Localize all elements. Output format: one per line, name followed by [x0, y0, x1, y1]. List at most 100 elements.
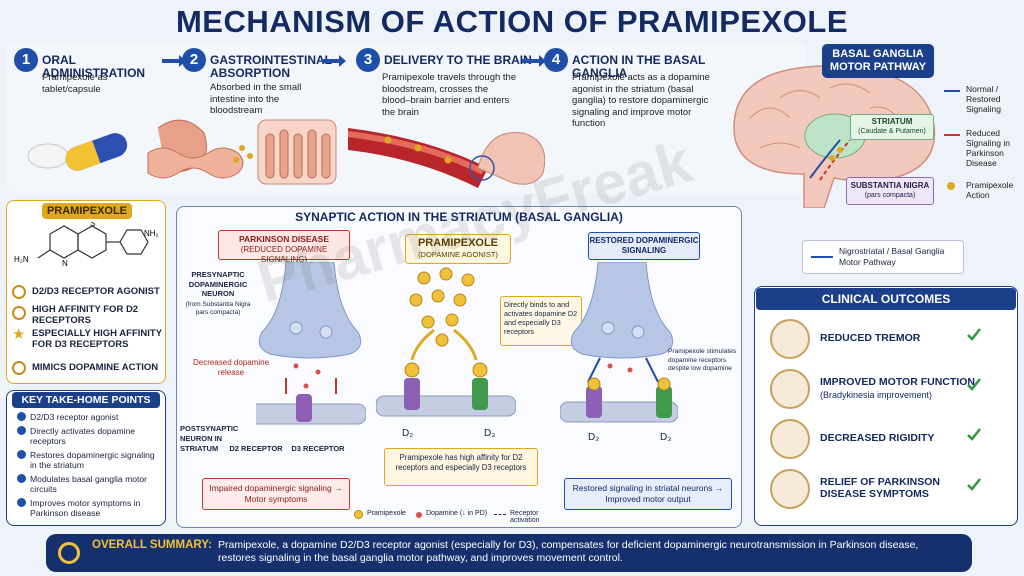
affinity-text: Pramipexole has high affinity for D2 rec… [395, 453, 527, 472]
outcome-sub: (Bradykinesia improvement) [820, 390, 933, 400]
impaired-text: Impaired dopaminergic signaling → Motor … [209, 483, 343, 504]
legend-label: Reduced Signaling in Parkinson Disease [966, 128, 1010, 168]
outcomes-list: REDUCED TREMOR IMPROVED MOTOR FUNCTION (… [760, 316, 1016, 522]
step-number: 1 [14, 48, 38, 72]
legend-label: Normal / Restored Signaling [966, 84, 1001, 114]
step-desc: Pramipexole acts as a dopamine agonist i… [572, 72, 710, 129]
restored-header: RESTORED DOPAMINERGIC SIGNALING [588, 232, 700, 260]
n-atom: N [62, 259, 68, 268]
synaptic-title: SYNAPTIC ACTION IN THE STRIATUM (BASAL G… [295, 210, 623, 224]
striatum-title: STRIATUM [871, 117, 913, 126]
nigra-title: SUBSTANTIA NIGRA [850, 181, 930, 190]
restored-title: RESTORED DOPAMINERGIC SIGNALING [589, 236, 699, 255]
legend-pramipexole: Pramipexole [367, 510, 406, 517]
drug-header-sub: (DOPAMINE AGONIST) [418, 250, 498, 259]
d2-label: D₂ [402, 428, 414, 439]
check-icon [967, 378, 981, 391]
property-item: ESPECIALLY HIGH AFFINITY FOR D3 RECEPTOR… [32, 328, 162, 350]
page-title: MECHANISM OF ACTION OF PRAMIPEXOLE [175, 4, 849, 39]
affinity-box: Pramipexole has high affinity for D2 rec… [384, 448, 538, 486]
presyn-label: PRESYNAPTIC DOPAMINERGIC NEURON (from Su… [180, 270, 256, 317]
drug-header-title: PRAMIPEXOLE [417, 237, 499, 249]
bullet-icon [17, 474, 26, 483]
nh2-right: NH₂ [144, 229, 159, 238]
takehome-item: Directly activates dopamine receptors [30, 426, 136, 446]
step-desc: Pramipexole as tablet/capsule [42, 72, 108, 95]
target-icon [12, 285, 26, 299]
step-desc: Absorbed in the small intestine into the… [210, 82, 302, 116]
step-3: 3 DELIVERY TO THE BRAIN Pramipexole trav… [348, 48, 546, 188]
pramipexole-dot-icon [354, 510, 363, 519]
check-icon [967, 428, 981, 441]
outcome-label: RELIEF OF PARKINSON DISEASE SYMPTOMS [820, 476, 940, 500]
outcome-item: RELIEF OF PARKINSON DISEASE SYMPTOMS [760, 466, 988, 512]
brain-icon [770, 469, 810, 509]
arm-icon [770, 419, 810, 459]
step-title: ACTION IN THE BASAL GANGLIA [572, 53, 706, 80]
step-number: 2 [182, 48, 206, 72]
pill-illustration [27, 133, 128, 171]
takehome-panel [6, 390, 166, 526]
restored-out-text: Restored signaling in striatal neurons →… [572, 483, 724, 504]
legend-label: Pramipexole Action [966, 180, 1014, 200]
presyn-title: PRESYNAPTIC DOPAMINERGIC NEURON [188, 270, 248, 298]
drug-card [6, 200, 166, 384]
synaptic-legend: Pramipexole Dopamine (↓ in PD) Receptor … [354, 508, 558, 524]
legend-dopamine: Dopamine (↓ in PD) [426, 510, 488, 517]
legend-arrow-icon [944, 134, 960, 136]
flow-arrow [322, 55, 346, 67]
takehome-item: Modulates basal ganglia motor circuits [30, 474, 148, 494]
drug-header: PRAMIPEXOLE (DOPAMINE AGONIST) [405, 234, 511, 264]
summary-label: OVERALL SUMMARY: [92, 539, 212, 551]
presyn-sub: (from Substantia Nigra pars compacta) [185, 300, 251, 316]
pd-header: PARKINSON DISEASE (REDUCED DOPAMINE SIGN… [218, 230, 350, 264]
bullet-icon [17, 450, 26, 459]
takehome-item: Improves motor symptoms in Parkinson dis… [30, 498, 141, 518]
striatum-sub: (Caudate & Putamen) [858, 128, 926, 135]
step-4: 4 ACTION IN THE BASAL GANGLIA Pramipexol… [544, 48, 724, 188]
restored-out-box: Restored signaling in striatal neurons →… [564, 478, 732, 510]
outcome-item: DECREASED RIGIDITY [760, 416, 988, 462]
step-title: GASTROINTESTINAL ABSORPTION [210, 53, 332, 80]
check-icon [967, 478, 981, 491]
takehome-item: Restores dopaminergic signaling in the s… [30, 450, 155, 470]
outcome-label: DECREASED RIGIDITY [820, 432, 935, 444]
impaired-box: Impaired dopaminergic signaling → Motor … [202, 478, 350, 510]
intestine-illustration [147, 119, 337, 185]
pd-title: PARKINSON DISEASE [238, 234, 330, 244]
property-item: HIGH AFFINITY FOR D2 RECEPTORS [32, 304, 139, 326]
takehome-title: KEY TAKE-HOME POINTS [12, 392, 160, 408]
d3-receptor-label: D3 RECEPTOR [291, 444, 345, 453]
bullet-icon [17, 412, 26, 421]
star-icon: ★ [12, 326, 26, 343]
nigrostriatal-box: Nigrostriatal / Basal Ganglia Motor Path… [802, 240, 964, 274]
chemical-structure: H₂N S N NH₂ [14, 222, 159, 268]
binds-text: Directly binds to and activates dopamine… [504, 300, 578, 336]
nh2-left: H₂N [14, 255, 29, 264]
legend-dot-icon [947, 182, 955, 190]
step-title: ORAL ADMINISTRATION [42, 53, 146, 80]
target-icon [12, 306, 26, 320]
property-item: MIMICS DOPAMINE ACTION [32, 362, 159, 373]
outcome-label: REDUCED TREMOR [820, 332, 921, 344]
pd-sub: (REDUCED DOPAMINE SIGNALING) [240, 245, 328, 264]
nigrostriatal-arrow-icon [811, 256, 833, 258]
pathway-legend: Normal / Restored Signaling Reduced Sign… [944, 84, 1022, 204]
dopamine-dot-icon [416, 512, 422, 518]
step-number: 3 [356, 48, 380, 72]
nigrostriatal-label: Nigrostriatal / Basal Ganglia Motor Path… [839, 246, 945, 267]
step-title: DELIVERY TO THE BRAIN [384, 53, 532, 67]
summary-text: Pramipexole, a dopamine D2/D3 receptor a… [218, 539, 919, 564]
outcome-item: IMPROVED MOTOR FUNCTION (Bradykinesia im… [760, 366, 988, 412]
nigra-label: SUBSTANTIA NIGRA (pars compacta) [846, 177, 934, 205]
decreased-label: Decreased dopamine release [192, 358, 270, 377]
hand-icon [770, 319, 810, 359]
pathway-title-text: BASAL GANGLIA MOTOR PATHWAY [829, 48, 927, 73]
legend-arrow-icon [944, 90, 960, 92]
step-2: 2 GASTROINTESTINAL ABSORPTION Absorbed i… [147, 48, 342, 188]
process-strip [6, 42, 806, 194]
drug-binding-illustration [376, 267, 516, 417]
walking-icon [770, 369, 810, 409]
legend-receptor: Receptor activation [510, 510, 540, 524]
stimulates-label: Pramipexole stimulates dopamine receptor… [668, 348, 737, 372]
